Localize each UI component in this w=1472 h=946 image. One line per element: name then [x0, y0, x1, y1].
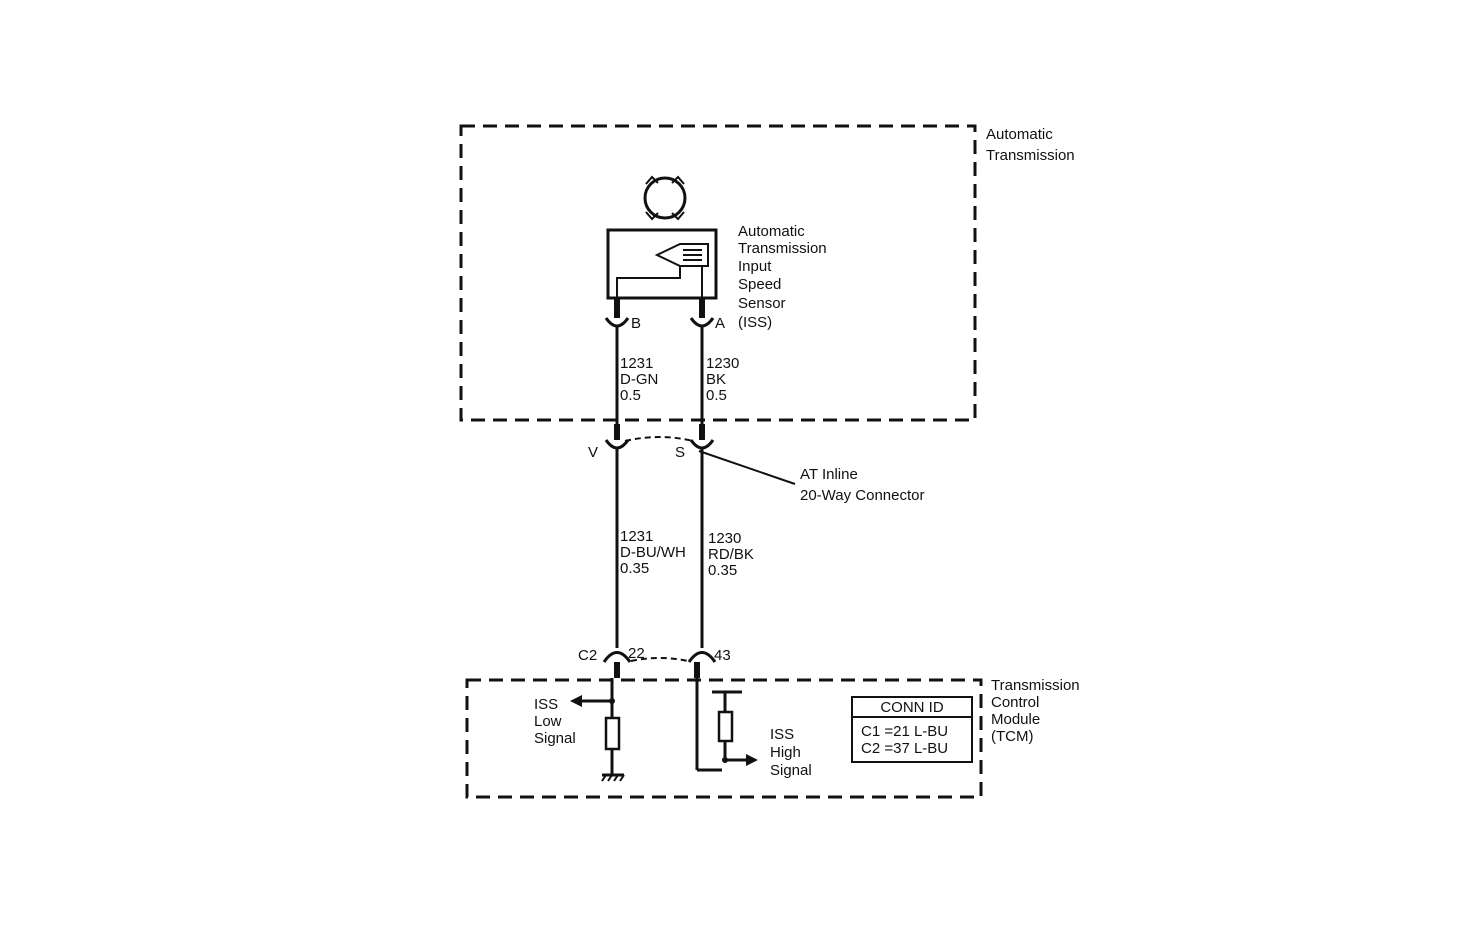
wire-1230-lower-color: RD/BK [708, 546, 754, 563]
sensor-label-6: (ISS) [738, 314, 772, 331]
wire-1230-upper-color: BK [706, 371, 726, 388]
inline-v-connector-icon [604, 439, 630, 450]
tcm-c2-pin43-connector-icon [687, 651, 717, 663]
pin-b-connector-icon [604, 317, 630, 328]
pin-b-label: B [631, 315, 641, 332]
wire-1230-lower-size: 0.35 [708, 562, 737, 579]
sensor-label-3: Input [738, 258, 772, 275]
sensor-symbol-icon [616, 243, 709, 298]
wire-1230-lower-circuit: 1230 [708, 530, 741, 547]
tcm-pin-43-label: 43 [714, 647, 731, 664]
pin-a-label: A [715, 315, 725, 332]
iss-low-label-1: ISS [534, 696, 558, 713]
tcm-box [465, 678, 983, 799]
sensor-label-4: Speed [738, 276, 781, 293]
wire-1231-upper-circuit: 1231 [620, 355, 653, 372]
tcm-label-2: Control [991, 694, 1039, 711]
at-box-label-1: Automatic [986, 126, 1053, 143]
iss-sensor-body [606, 228, 718, 300]
sensor-label-2: Transmission [738, 240, 827, 257]
conn-id-header: CONN ID [880, 699, 944, 716]
inline-connector-label-2: 20-Way Connector [800, 487, 925, 504]
iss-low-resistor-icon [604, 716, 621, 751]
inline-connector-leader [698, 450, 796, 485]
automatic-transmission-box [459, 124, 977, 422]
inline-pin-s-label: S [675, 444, 685, 461]
wire-1231-lower-circuit: 1231 [620, 528, 653, 545]
tcm-connector-dashed-link [630, 657, 689, 662]
tcm-label-3: Module [991, 711, 1040, 728]
ground-icon [601, 773, 625, 782]
tcm-pin-22-label: 22 [628, 645, 645, 662]
tcm-connector-id-label: C2 [578, 647, 597, 664]
conn-id-row-c2: C2 =37 L-BU [861, 740, 948, 757]
wire-1231-upper-color: D-GN [620, 371, 658, 388]
iss-low-junction [609, 698, 615, 704]
tcm-c2-pin22-connector-icon [602, 651, 632, 663]
conn-id-row-c1: C1 =21 L-BU [861, 723, 948, 740]
pin-a-connector-icon [689, 317, 715, 328]
conn-id-table: CONN ID C1 =21 L-BU C2 =37 L-BU [851, 696, 973, 763]
iss-high-label-3: Signal [770, 762, 812, 779]
iss-low-arrow-icon [570, 695, 582, 707]
inline-pin-v-label: V [588, 444, 598, 461]
inline-connector-label-1: AT Inline [800, 466, 858, 483]
inline-s-connector-icon [689, 439, 715, 450]
sensor-label-1: Automatic [738, 223, 805, 240]
inline-connector-dashed-link [624, 436, 694, 442]
iss-high-label-1: ISS [770, 726, 794, 743]
iss-high-arrow-icon [746, 754, 758, 766]
tone-wheel-icon [643, 175, 687, 221]
iss-high-label-2: High [770, 744, 801, 761]
wire-1231-upper-size: 0.5 [620, 387, 641, 404]
tcm-label-4: (TCM) [991, 728, 1033, 745]
wire-1230-upper-circuit: 1230 [706, 355, 739, 372]
iss-low-label-3: Signal [534, 730, 576, 747]
iss-low-label-2: Low [534, 713, 562, 730]
tcm-label-1: Transmission [991, 677, 1080, 694]
at-box-label-2: Transmission [986, 147, 1075, 164]
wire-1231-lower-color: D-BU/WH [620, 544, 686, 561]
sensor-label-5: Sensor [738, 295, 786, 312]
wire-1231-lower-size: 0.35 [620, 560, 649, 577]
iss-high-resistor-icon [717, 710, 734, 743]
wire-1230-upper-size: 0.5 [706, 387, 727, 404]
